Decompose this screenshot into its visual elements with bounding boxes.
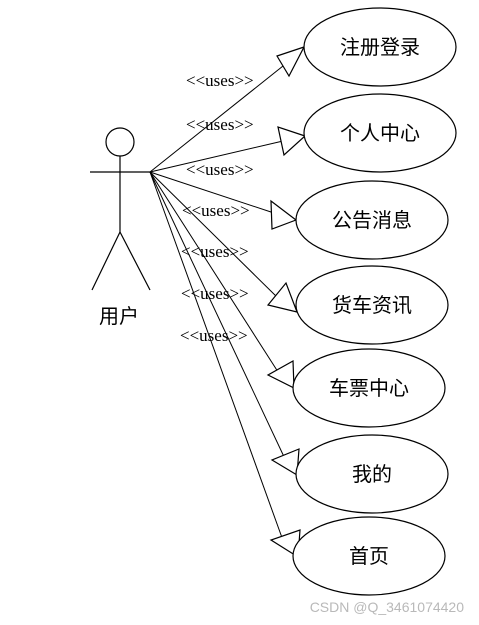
arrowhead-3: [270, 199, 298, 230]
arrowhead-2: [277, 126, 307, 157]
use-case-3-label: 公告消息: [332, 208, 412, 232]
association-line-3: [149, 171, 275, 214]
association-line-1: [149, 65, 284, 173]
use-case-6: 我的: [295, 434, 449, 514]
actor-right-leg: [119, 231, 151, 291]
association-line-4: [149, 171, 281, 301]
actor-left-leg: [91, 231, 121, 291]
association-line-7: [149, 171, 286, 547]
uses-label-4: <<uses>>: [182, 201, 250, 220]
use-case-2: 个人中心: [303, 93, 457, 173]
use-case-6-label: 我的: [352, 462, 392, 486]
stereotype-labels: <<uses>> <<uses>> <<uses>> <<uses>> <<us…: [180, 71, 254, 345]
use-case-1-label: 注册登录: [340, 35, 420, 59]
watermark: CSDN @Q_3461074420: [310, 599, 465, 615]
uses-label-7: <<uses>>: [180, 326, 248, 345]
use-case-1: 注册登录: [303, 7, 457, 87]
actor-head: [105, 127, 135, 157]
uses-label-2: <<uses>>: [186, 115, 254, 134]
use-cases: 注册登录 个人中心 公告消息 货车资讯 车票中心 我的 首页: [292, 7, 457, 596]
association-line-2: [149, 140, 284, 173]
use-case-7: 首页: [292, 516, 446, 596]
association-line-6: [149, 171, 287, 462]
uses-label-3: <<uses>>: [186, 160, 254, 179]
use-case-3: 公告消息: [295, 180, 449, 260]
arrowhead-4: [266, 281, 298, 313]
actor-user: [90, 127, 151, 291]
actor-label: 用户: [99, 304, 139, 328]
use-case-5-label: 车票中心: [329, 376, 409, 400]
association-lines: [149, 65, 287, 547]
use-case-7-label: 首页: [349, 544, 389, 568]
use-case-4-label: 货车资讯: [332, 293, 412, 317]
uses-label-6: <<uses>>: [181, 284, 249, 303]
arrowheads: [266, 45, 307, 559]
use-case-2-label: 个人中心: [340, 121, 420, 145]
use-case-5: 车票中心: [292, 348, 446, 428]
association-line-5: [149, 171, 281, 376]
arrowhead-5: [266, 359, 295, 389]
arrowhead-6: [270, 448, 300, 477]
uses-label-5: <<uses>>: [181, 242, 249, 261]
uses-label-1: <<uses>>: [186, 71, 254, 90]
use-case-4: 货车资讯: [295, 265, 449, 345]
arrowhead-1: [276, 45, 306, 78]
